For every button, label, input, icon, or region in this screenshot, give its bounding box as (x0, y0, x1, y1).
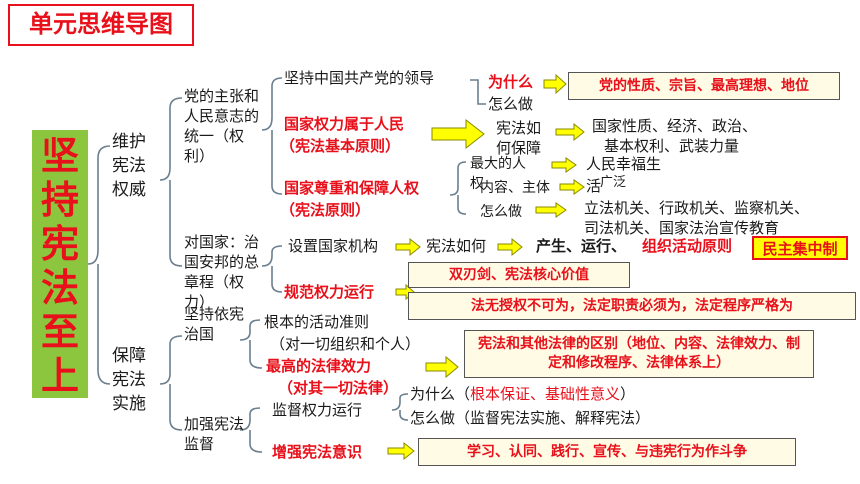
item-content-subject: 内容、主体 (480, 180, 550, 196)
main-topic-box: 坚持宪法至上 (32, 130, 88, 398)
item-how-guarantee: 宪法如何保障 (496, 119, 542, 157)
answer-text: 党的性质、宗旨、最高理想、地位 (599, 77, 809, 94)
arrow (559, 179, 585, 195)
answer-box-party-nature: 党的性质、宗旨、最高理想、地位 (568, 72, 840, 100)
answer-text: 民主集中制 (762, 239, 838, 258)
item-regulate-power: 规范权力运行 (284, 283, 375, 301)
arrow (387, 441, 415, 461)
item-organs-line1: 立法机关、行政机关、监察机关、 (584, 199, 810, 217)
item-over-all-laws: （对其一切法律） (278, 379, 399, 397)
answer-box-double-edged: 双刃剑、宪法核心价值 (408, 262, 630, 288)
item-set-state-organs: 设置国家机构 (288, 237, 379, 255)
answer-box-legal-authority: 法无授权不可为，法定职责必须为，法定程序严格为 (408, 292, 856, 320)
node-strengthen-supervision: 加强宪法监督 (184, 415, 245, 453)
item-basic-principle: （宪法基本原则） (280, 137, 401, 155)
item-guarantee-line1: 国家性质、经济、政治、 (592, 117, 758, 135)
answer-text: 法无授权不可为，法定职责必须为，法定程序严格为 (471, 297, 793, 314)
item-enhance-awareness: 增强宪法意识 (272, 443, 363, 461)
item-why: 为什么 (488, 73, 534, 91)
arrow (431, 118, 485, 150)
item-how: 怎么做 (488, 95, 534, 113)
item-supervise-power: 监督权力运行 (272, 401, 363, 419)
item-guarantee-line2: 基本权利、武装力量 (604, 137, 740, 155)
node-party-people-unity: 党的主张和人民意志的统一（权利） (184, 87, 260, 165)
connector (97, 264, 111, 385)
arrow (497, 237, 523, 257)
arrow (425, 355, 459, 379)
answer-box-learn-practice: 学习、认同、践行、宣传、与违宪行为作斗争 (418, 438, 796, 466)
item-constitution-how: 宪法如何 (426, 237, 487, 255)
item-how-do: 怎么做 (480, 204, 522, 220)
item-happy-life: 人民幸福生 (586, 155, 662, 173)
connector (87, 145, 111, 265)
item-why-supervise: 为什么（根本保证、基础性意义） (410, 385, 636, 403)
item-happy-life-2: 活 (586, 177, 602, 195)
arrow (395, 237, 421, 257)
why-reason: 根本保证、基础性意义 (470, 385, 621, 403)
item-power-belongs-people: 国家权力属于人民 (284, 115, 405, 133)
answer-text: 学习、认同、践行、宣传、与违宪行为作斗争 (467, 443, 747, 460)
node-maintain-authority: 维护宪法权威 (112, 132, 146, 200)
item-organization-principle: 组织活动原则 (642, 237, 733, 255)
why-prefix: 为什么（ (410, 385, 471, 403)
answer-text: 宪法和其他法律的区别（地位、内容、法律效力、制定和修改程序、法律体系上） (478, 336, 800, 371)
arrow (535, 202, 567, 218)
item-highest-legal-effect: 最高的法律效力 (266, 357, 372, 375)
item-fundamental-norm: 根本的活动准则 (264, 313, 370, 331)
arrow (543, 73, 567, 95)
item-constitution-principle: （宪法原则） (280, 201, 371, 219)
node-rule-by-constitution: 坚持依宪治国 (184, 305, 245, 343)
item-how-supervise: 怎么做（监督宪法实施、解释宪法） (410, 409, 651, 427)
answer-box-democratic-centralism: 民主集中制 (752, 236, 848, 260)
item-organs-line2: 司法机关、国家法治宣传教育 (584, 219, 780, 237)
main-topic-label: 坚持宪法至上 (40, 134, 79, 398)
arrow (551, 157, 577, 173)
why-suffix: ） (620, 385, 636, 403)
node-state-charter: 对国家：治国安邦的总章程（权力） (184, 233, 260, 311)
answer-text: 双刃剑、宪法核心价值 (449, 266, 589, 283)
node-ensure-implementation: 保障宪法实施 (112, 346, 146, 414)
item-party-leadership: 坚持中国共产党的领导 (284, 69, 435, 87)
answer-box-law-differences: 宪法和其他法律的区别（地位、内容、法律效力、制定和修改程序、法律体系上） (464, 330, 814, 378)
item-largest-right: 最大的人 (470, 156, 526, 172)
item-extensive: 广泛 (600, 175, 627, 190)
item-produce-operate: 产生、运行、 (536, 237, 627, 255)
item-respect-human-rights: 国家尊重和保障人权 (284, 179, 420, 197)
item-largest-right-2: 权 (470, 176, 484, 192)
page-title: 单元思维导图 (8, 4, 194, 46)
item-all-orgs-people: （对一切组织和个人） (270, 335, 421, 353)
arrow (555, 122, 585, 142)
